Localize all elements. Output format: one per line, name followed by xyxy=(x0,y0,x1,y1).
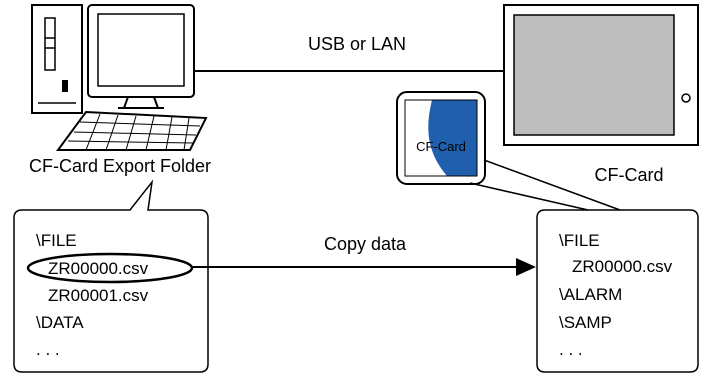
keyboard-icon xyxy=(56,110,208,151)
display-panel-icon xyxy=(503,4,699,146)
cf-card-label: CF-Card xyxy=(416,139,466,154)
card-callout-line-2 xyxy=(469,182,589,211)
left-line-4: . . . xyxy=(36,340,60,359)
copy-label: Copy data xyxy=(324,234,407,254)
left-line-3: \DATA xyxy=(36,313,84,332)
left-line-1: ZR00000.csv xyxy=(48,259,149,278)
right-line-0: \FILE xyxy=(559,231,600,250)
left-line-0: \FILE xyxy=(36,231,77,250)
card-callout-line-1 xyxy=(483,159,621,211)
panel-caption: CF-Card xyxy=(594,165,663,185)
right-line-3: \SAMP xyxy=(559,313,612,332)
right-line-4: . . . xyxy=(559,340,583,359)
pc-caption: CF-Card Export Folder xyxy=(29,156,211,176)
right-line-2: \ALARM xyxy=(559,285,622,304)
cf-card-folder-box xyxy=(536,209,699,373)
monitor-icon xyxy=(87,4,195,109)
cf-card-icon xyxy=(396,91,486,185)
connection-label: USB or LAN xyxy=(308,34,406,54)
left-line-2: ZR00001.csv xyxy=(48,286,149,305)
pc-tower-icon xyxy=(31,4,83,114)
right-line-1: ZR00000.csv xyxy=(572,257,673,276)
copy-arrowhead xyxy=(516,258,536,276)
export-folder-box xyxy=(13,179,209,373)
